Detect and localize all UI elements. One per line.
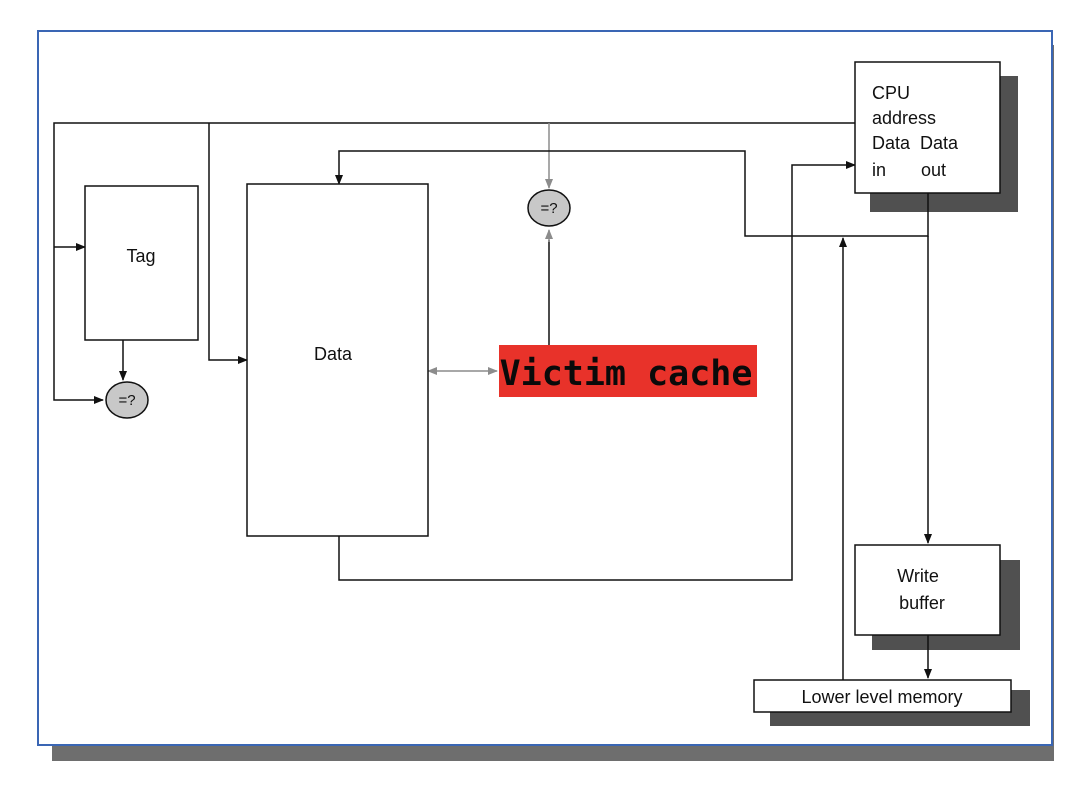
tag-comparator-label: =? [118, 392, 135, 409]
cpu-label-line-4: in out [872, 160, 946, 180]
tag-block [84, 185, 199, 341]
data-block [246, 183, 429, 537]
data-out-bus [335, 150, 932, 544]
victim-cache-block [499, 345, 757, 397]
lower-memory-block [753, 679, 1012, 713]
tag-label: Tag [126, 246, 155, 266]
cpu-label-line-3: Data Data [872, 133, 959, 153]
lower-memory-label: Lower level memory [801, 687, 962, 707]
write-buffer-label-line-2: buffer [899, 593, 945, 613]
write-buffer-label-line-1: Write [897, 566, 939, 586]
cpu-block [854, 61, 1001, 194]
victim-comparator-label: =? [540, 200, 557, 217]
cpu-label-line-1: CPU [872, 83, 910, 103]
data-to-cpu-wire [338, 161, 856, 581]
address-bus [53, 122, 855, 404]
victim-cache-label: Victim cache [500, 354, 753, 394]
tag-comparator [105, 381, 149, 419]
data-label: Data [314, 344, 353, 364]
victim-comparator [527, 189, 571, 227]
cpu-label-line-2: address [872, 108, 936, 128]
write-buffer-block [854, 544, 1001, 636]
